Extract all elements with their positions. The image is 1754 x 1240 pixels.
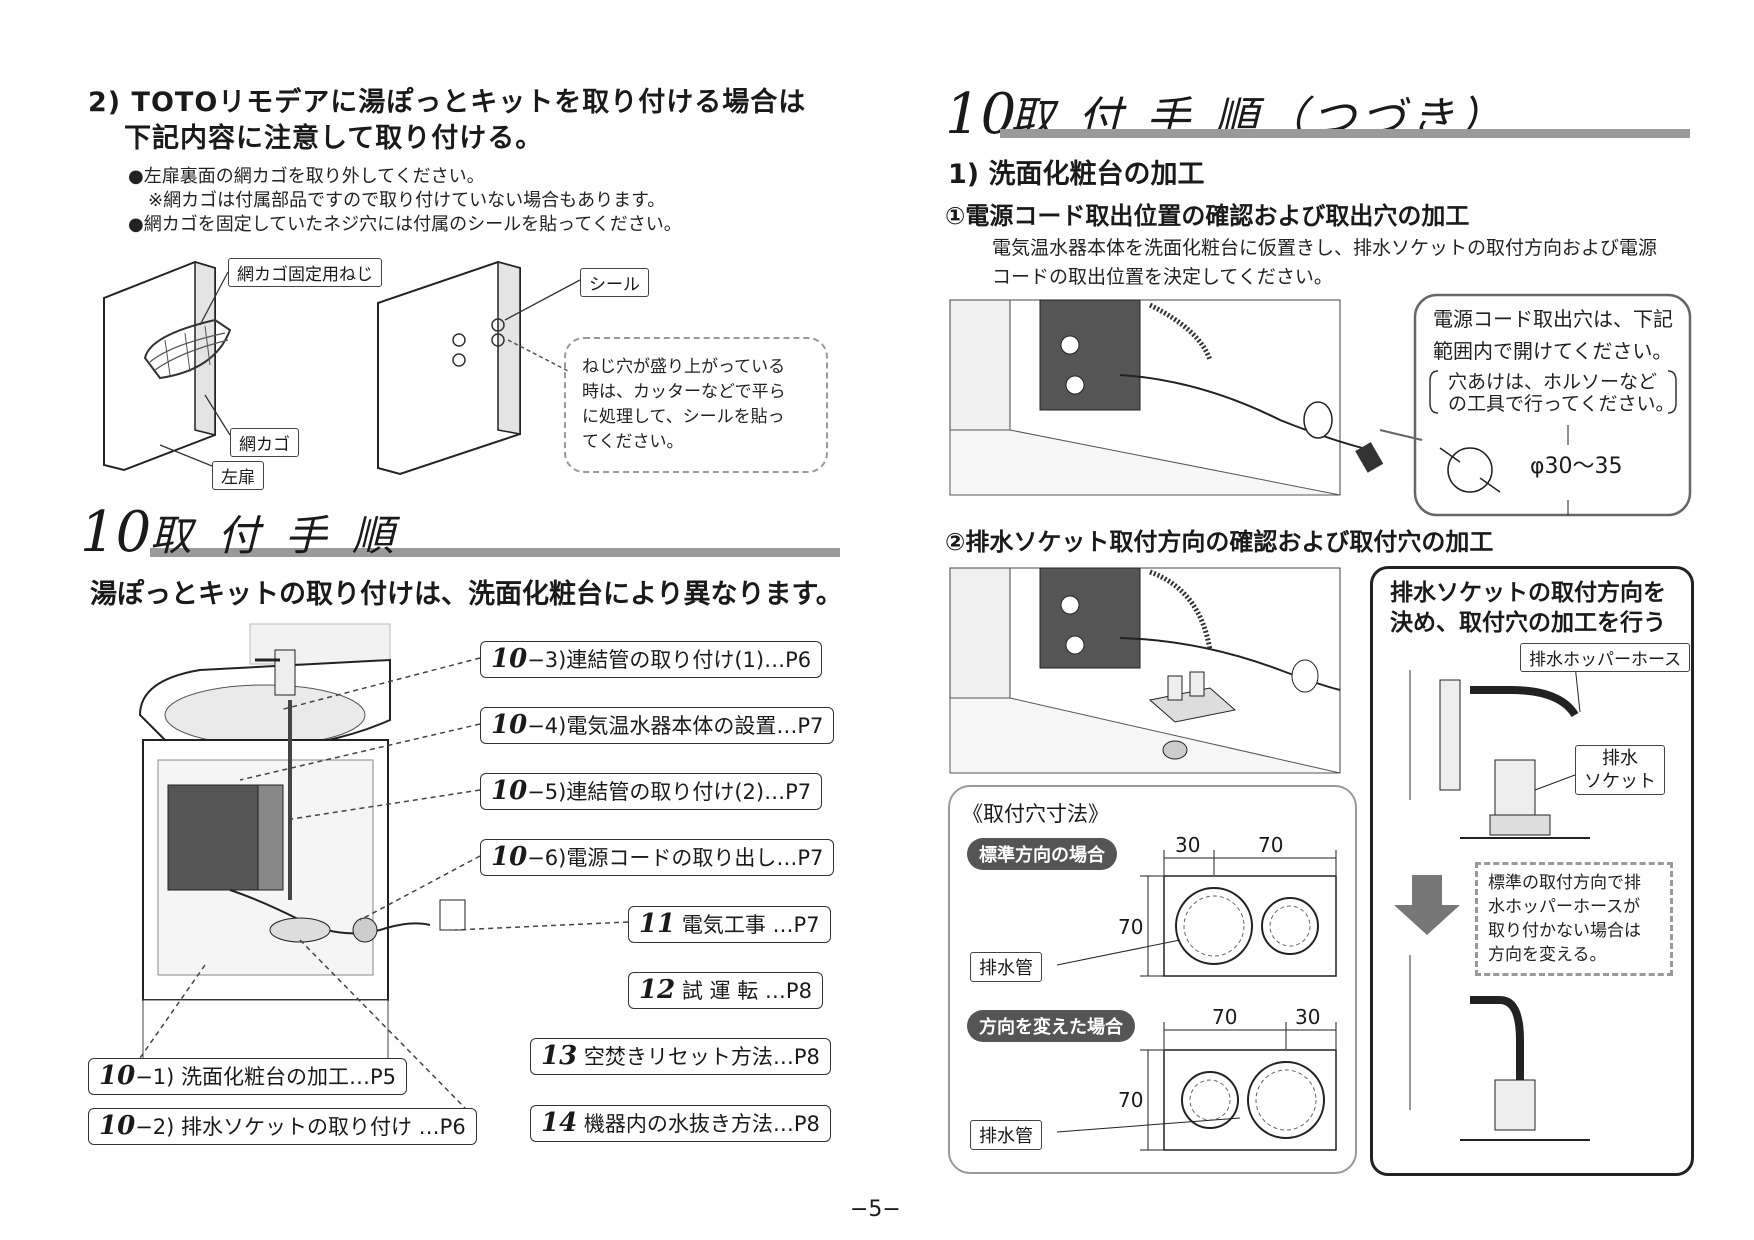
step-11-num: 11 [639, 909, 676, 939]
socket-panel-title-2: 決め、取付穴の加工を行う [1390, 610, 1666, 636]
dims-title: 《取付穴寸法》 [962, 802, 1109, 826]
cord-box-text: 電源コード取出穴は、下記 範囲内で開けてください。 [1433, 303, 1673, 367]
step1-body-line1: 電気温水器本体を洗面化粧台に仮置きし、排水ソケットの取付方向および電源 [992, 237, 1658, 259]
chg-dim-30: 30 [1295, 1005, 1321, 1029]
step-10-5-text: −5)連結管の取り付け(2)…P7 [527, 780, 812, 804]
step-10-5-num: 10 [491, 776, 528, 806]
step1-title: ①電源コード取出位置の確認および取出穴の加工 [945, 202, 1470, 230]
drain-socket-line1: 排水 [1602, 748, 1638, 769]
hint-line-4: てください。 [582, 432, 684, 452]
step-10-1-text: −1) 洗面化粧台の加工…P5 [135, 1065, 397, 1089]
step-12-text: 試 運 転 …P8 [681, 979, 812, 1003]
socket-panel-title: 排水ソケットの取付方向を 決め、取付穴の加工を行う [1390, 578, 1666, 638]
std-label: 標準方向の場合 [967, 838, 1117, 870]
label-seal: シール [580, 268, 649, 297]
chg-label: 方向を変えた場合 [967, 1010, 1135, 1042]
std-dim-30: 30 [1175, 833, 1201, 857]
step-10-6[interactable]: 10−6)電源コードの取り出し…P7 [480, 839, 835, 876]
step1-body-line2: コードの取出位置を決定してください。 [992, 266, 1333, 288]
dims-panel [948, 785, 1357, 1174]
note-2: ※網カゴは付属部品ですので取り付けていない場合もあります。 [148, 190, 666, 211]
note-3: ●網カゴを固定していたネジ穴には付属のシールを貼ってください。 [128, 214, 682, 235]
page-number: −5− [850, 1197, 901, 1222]
socket-panel [1370, 566, 1694, 1176]
step-10-5[interactable]: 10−5)連結管の取り付け(2)…P7 [480, 773, 823, 810]
hopper-hose-label: 排水ホッパーホース [1520, 643, 1691, 672]
change-note-1: 標準の取付方向で排 [1488, 873, 1641, 893]
step-10-2-text: −2) 排水ソケットの取り付け …P6 [135, 1115, 466, 1139]
label-screw: 網カゴ固定用ねじ [228, 258, 382, 287]
step1-body: 電気温水器本体を洗面化粧台に仮置きし、排水ソケットの取付方向および電源 コードの… [992, 234, 1657, 292]
diameter-label: φ30〜35 [1530, 454, 1623, 479]
step-10-1[interactable]: 10−1) 洗面化粧台の加工…P5 [88, 1058, 408, 1095]
drain-socket-label: 排水 ソケット [1575, 745, 1665, 795]
hint-line-3: に処理して、シールを貼っ [582, 407, 785, 427]
step-14[interactable]: 14 機器内の水抜き方法…P8 [530, 1105, 831, 1142]
section-number: 10 [80, 500, 152, 565]
std-dim-70-h: 70 [1258, 833, 1284, 857]
step2-title: ②排水ソケット取付方向の確認および取付穴の加工 [945, 528, 1494, 556]
step-11[interactable]: 11 電気工事 …P7 [628, 906, 831, 943]
change-note-4: 方向を変える。 [1488, 945, 1607, 965]
step-14-num: 14 [541, 1108, 578, 1138]
step-13[interactable]: 13 空焚きリセット方法…P8 [530, 1038, 831, 1075]
cord-box-inner-line1: 穴あけは、ホルソーなど [1448, 371, 1658, 393]
hint-line-2: 時は、カッターなどで平ら [582, 382, 786, 402]
heading-2-line2: 下記内容に注意して取り付ける。 [124, 123, 544, 154]
step-12[interactable]: 12 試 運 転 …P8 [628, 972, 823, 1009]
step-10-3-num: 10 [491, 644, 528, 674]
socket-panel-title-1: 排水ソケットの取付方向を [1390, 580, 1666, 606]
label-basket: 網カゴ [230, 428, 299, 457]
step-10-6-num: 10 [491, 842, 528, 872]
step-10-3[interactable]: 10−3)連結管の取り付け(1)…P6 [480, 641, 823, 678]
cord-box-inner-line2: の工具で行ってください。 [1448, 393, 1675, 415]
heading-2-line1: 2) TOTOリモデアに湯ぽっとキットを取り付ける場合は [88, 87, 807, 118]
std-drain-label: 排水管 [970, 952, 1042, 982]
step-12-num: 12 [639, 975, 676, 1005]
step-10-1-num: 10 [99, 1061, 136, 1091]
section-lead: 湯ぽっとキットの取り付けは、洗面化粧台により異なります。 [90, 579, 843, 610]
step-14-text: 機器内の水抜き方法…P8 [583, 1112, 820, 1136]
step-10-6-text: −6)電源コードの取り出し…P7 [527, 846, 824, 870]
std-dim-70-v: 70 [1118, 915, 1144, 939]
step-10-4-text: −4)電気温水器本体の設置…P7 [527, 714, 824, 738]
change-note-3: 取り付かない場合は [1488, 921, 1641, 941]
note-1: ●左扉裏面の網カゴを取り外してください。 [128, 166, 485, 187]
hint-bubble: ねじ穴が盛り上がっている 時は、カッターなどで平ら に処理して、シールを貼っ て… [564, 337, 828, 473]
label-door: 左扉 [212, 461, 264, 490]
cord-box-line1: 電源コード取出穴は、下記 [1433, 307, 1673, 331]
drain-socket-line2: ソケット [1584, 771, 1656, 792]
chg-dim-70-v: 70 [1118, 1088, 1144, 1112]
change-note-2: 水ホッパーホースが [1488, 897, 1641, 917]
step-13-text: 空焚きリセット方法…P8 [583, 1045, 820, 1069]
step-11-text: 電気工事 …P7 [681, 913, 820, 937]
sub-heading-1: 1) 洗面化粧台の加工 [948, 159, 1205, 190]
cord-box-line2: 範囲内で開けてください。 [1433, 339, 1673, 363]
chg-dim-70-h: 70 [1212, 1005, 1238, 1029]
hint-line-1: ねじ穴が盛り上がっている [582, 357, 786, 377]
section-title: 取 付 手 順 [150, 511, 401, 560]
step-10-2-num: 10 [99, 1111, 136, 1141]
step-10-2[interactable]: 10−2) 排水ソケットの取り付け …P6 [88, 1108, 477, 1145]
cord-box-inner: 穴あけは、ホルソーなど の工具で行ってください。 [1448, 371, 1674, 415]
step-10-3-text: −3)連結管の取り付け(1)…P6 [527, 648, 812, 672]
step-10-4[interactable]: 10−4)電気温水器本体の設置…P7 [480, 707, 835, 744]
chg-drain-label: 排水管 [970, 1120, 1042, 1150]
change-note-box: 標準の取付方向で排 水ホッパーホースが 取り付かない場合は 方向を変える。 [1475, 862, 1673, 976]
step-10-4-num: 10 [491, 710, 528, 740]
step-13-num: 13 [541, 1041, 578, 1071]
